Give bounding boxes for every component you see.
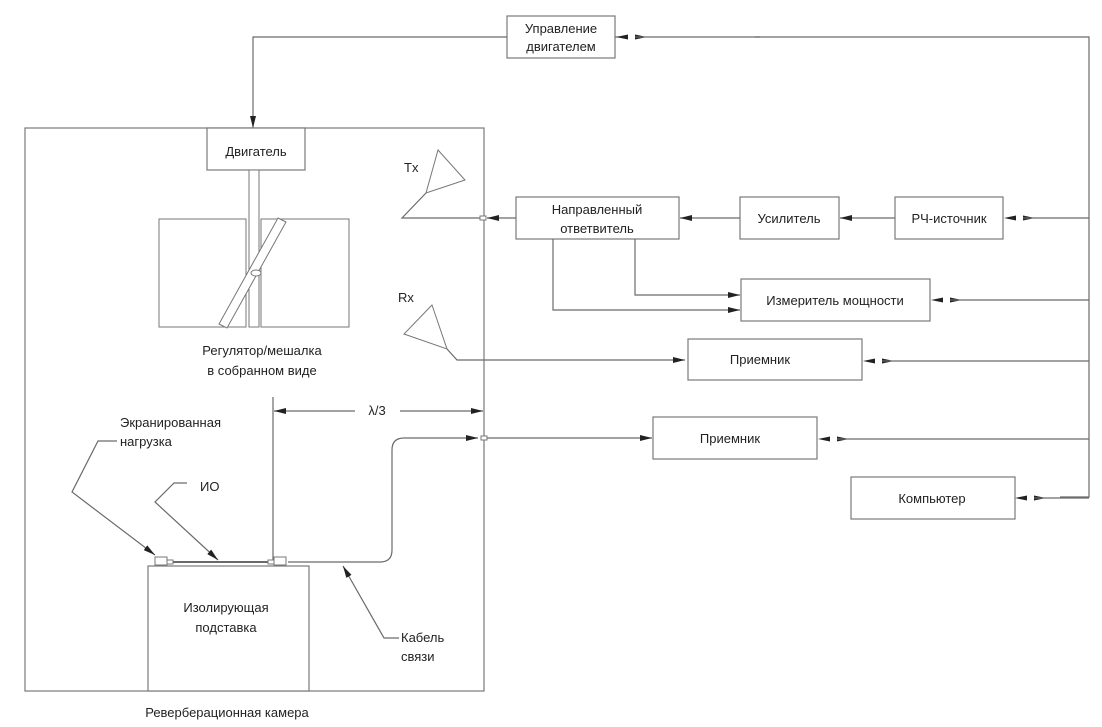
motor-label: Двигатель bbox=[225, 144, 287, 159]
coupler-forward-line bbox=[634, 239, 740, 298]
coupler-label-1: Направленный bbox=[552, 202, 643, 217]
stand-label-1: Изолирующая bbox=[183, 600, 268, 615]
distance-label: λ/3 bbox=[368, 403, 385, 418]
eut-assembly bbox=[154, 556, 287, 566]
bidir-arrow-left-icon bbox=[616, 34, 628, 40]
coupler-label-2: ответвитель bbox=[560, 221, 634, 236]
shielded-load bbox=[154, 556, 168, 566]
eut-leader bbox=[154, 482, 219, 561]
motor-control-to-motor-line bbox=[250, 36, 507, 128]
computer-block bbox=[850, 476, 1016, 520]
bidir-arrow-left-icon bbox=[1004, 215, 1016, 221]
motor-block bbox=[206, 127, 306, 171]
tx-label: Tx bbox=[404, 160, 419, 175]
shielded-load-label-1: Экранированная bbox=[120, 415, 221, 430]
receiver-rx-label: Приемник bbox=[730, 352, 790, 367]
bidir-arrow-left-icon bbox=[1015, 495, 1027, 501]
stand-label-2: подставка bbox=[195, 620, 257, 635]
amplifier-label: Усилитель bbox=[758, 211, 821, 226]
shielded-load-leader bbox=[71, 440, 156, 556]
rx-antenna-icon bbox=[403, 304, 685, 363]
rf-source-label: РЧ-источник bbox=[911, 211, 986, 226]
cable-label-2: связи bbox=[401, 649, 435, 664]
cable-feedthrough bbox=[480, 435, 488, 441]
tx-antenna-icon bbox=[400, 148, 482, 219]
motor-control-label-1: Управление bbox=[525, 21, 597, 36]
receiver-cable-block bbox=[652, 416, 818, 460]
receiver-cable-label: Приемник bbox=[700, 431, 760, 446]
coupler-reflected-line bbox=[552, 239, 740, 313]
power-meter-label: Измеритель мощности bbox=[766, 293, 904, 308]
bidir-arrow-left-icon bbox=[931, 297, 943, 303]
power-meter-block bbox=[740, 278, 931, 322]
shielded-load-label-2: нагрузка bbox=[120, 434, 173, 449]
computer-label: Компьютер bbox=[898, 491, 965, 506]
eut-label: ИО bbox=[200, 479, 219, 494]
cable-connector bbox=[273, 556, 287, 566]
directional-coupler-block bbox=[515, 196, 680, 240]
computer-bus-line bbox=[755, 36, 1090, 498]
cable-label-1: Кабель bbox=[401, 630, 444, 645]
receiver-rx-block bbox=[687, 338, 863, 381]
motor-control-block bbox=[506, 15, 616, 59]
cable-leader bbox=[342, 565, 399, 639]
tx-feedthrough bbox=[479, 215, 487, 221]
chamber-label: Реверберационная камера bbox=[145, 705, 309, 720]
rx-label: Rx bbox=[398, 290, 414, 305]
stirrer-label-2: в собранном виде bbox=[207, 363, 316, 378]
motor-control-label-2: двигателем bbox=[526, 39, 596, 54]
bidir-arrow-left-icon bbox=[818, 436, 830, 442]
insulating-stand bbox=[147, 565, 310, 692]
bidir-arrow-left-icon bbox=[863, 358, 875, 364]
stirrer-label-1: Регулятор/мешалка bbox=[202, 343, 322, 358]
communication-cable bbox=[288, 435, 478, 563]
stirrer-assembly bbox=[158, 169, 350, 329]
